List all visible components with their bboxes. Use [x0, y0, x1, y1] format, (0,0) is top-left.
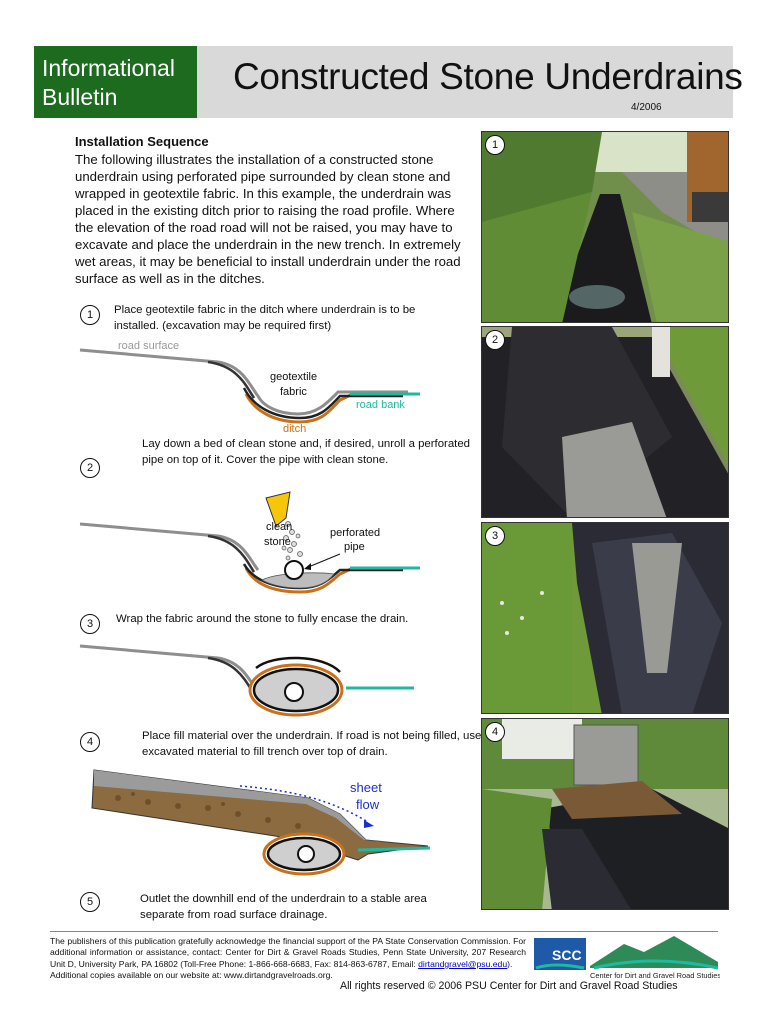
intro-paragraph: The following illustrates the installati…	[75, 152, 461, 286]
photo-1-number: 1	[485, 135, 505, 155]
diagram-step-3	[79, 644, 414, 717]
photo-4: 4	[481, 718, 729, 910]
scc-logo-text: SCC	[552, 947, 582, 963]
diagram-step-1: road surface geotextile fabric road bank…	[79, 340, 420, 435]
photo-2-number: 2	[485, 330, 505, 350]
photo-3-number: 3	[485, 526, 505, 546]
step-number-5: 5	[80, 892, 100, 912]
label-road-surface: road surface	[118, 340, 179, 352]
step-number-4: 4	[80, 732, 100, 752]
step-text-3: Wrap the fabric around the stone to full…	[116, 613, 409, 625]
publication-date: 4/2006	[631, 102, 662, 113]
footer-acknowledgement: The publishers of this publication grate…	[50, 936, 526, 982]
footer-divider	[50, 931, 718, 932]
label-perforated: perforated	[330, 527, 380, 539]
footer-website-line: Additional copies available on our websi…	[50, 970, 333, 981]
diagram-step-4: sheet flow	[91, 769, 431, 876]
title-bar	[197, 46, 733, 118]
page-title: Constructed Stone Underdrains	[233, 56, 743, 97]
bulletin-badge: Informational Bulletin	[34, 46, 197, 118]
ditch-line	[244, 392, 354, 424]
footer-ack-text: The publishers of this publication grate…	[50, 936, 526, 969]
label-fabric: fabric	[280, 386, 307, 398]
label-clean: clean	[266, 521, 292, 533]
photo-1: 1	[481, 131, 729, 323]
stone-bucket	[265, 491, 291, 527]
footer-rights: All rights reserved © 2006 PSU Center fo…	[340, 980, 678, 992]
step-text-1: Place geotextile fabric in the ditch whe…	[114, 304, 416, 332]
label-stone: stone	[264, 536, 291, 548]
label-sheet: sheet	[350, 780, 382, 795]
footer-ack-end: ).	[507, 958, 513, 969]
falling-stones	[281, 521, 303, 561]
photo-3: 3	[481, 522, 729, 714]
section-heading: Installation Sequence	[75, 134, 209, 149]
step-number-1: 1	[80, 305, 100, 325]
step-number-3: 3	[80, 614, 100, 634]
label-road-bank: road bank	[356, 399, 405, 411]
diagram-step-2: clean stone perforated pipe	[79, 491, 420, 594]
step-text-4: Place fill material over the underdrain.…	[142, 730, 482, 758]
label-geotextile: geotextile	[270, 371, 317, 383]
photo-4-number: 4	[485, 722, 505, 742]
bulletin-line-2: Bulletin	[42, 84, 118, 110]
road-surface-line	[79, 348, 408, 416]
sheet-flow-arrow	[239, 785, 369, 823]
center-logo-mountain	[590, 936, 718, 968]
geotextile-fabric-line	[242, 387, 403, 420]
step-text-2: Lay down a bed of clean stone and, if de…	[142, 438, 471, 466]
center-logo-text: Center for Dirt and Gravel Road Studies	[590, 971, 720, 980]
step-number-2: 2	[80, 458, 100, 478]
photo-2: 2	[481, 326, 729, 518]
partner-logos: SCC Center for Dirt and Gravel Road Stud…	[534, 936, 720, 980]
perforated-pipe	[284, 560, 304, 580]
footer-email-link[interactable]: dirtandgravel@psu.edu	[418, 958, 508, 969]
label-ditch: ditch	[283, 423, 306, 435]
bulletin-line-1: Informational	[42, 55, 175, 81]
step-text-5: Outlet the downhill end of the underdrai…	[140, 893, 427, 921]
label-flow: flow	[356, 797, 380, 812]
label-pipe: pipe	[344, 541, 365, 553]
